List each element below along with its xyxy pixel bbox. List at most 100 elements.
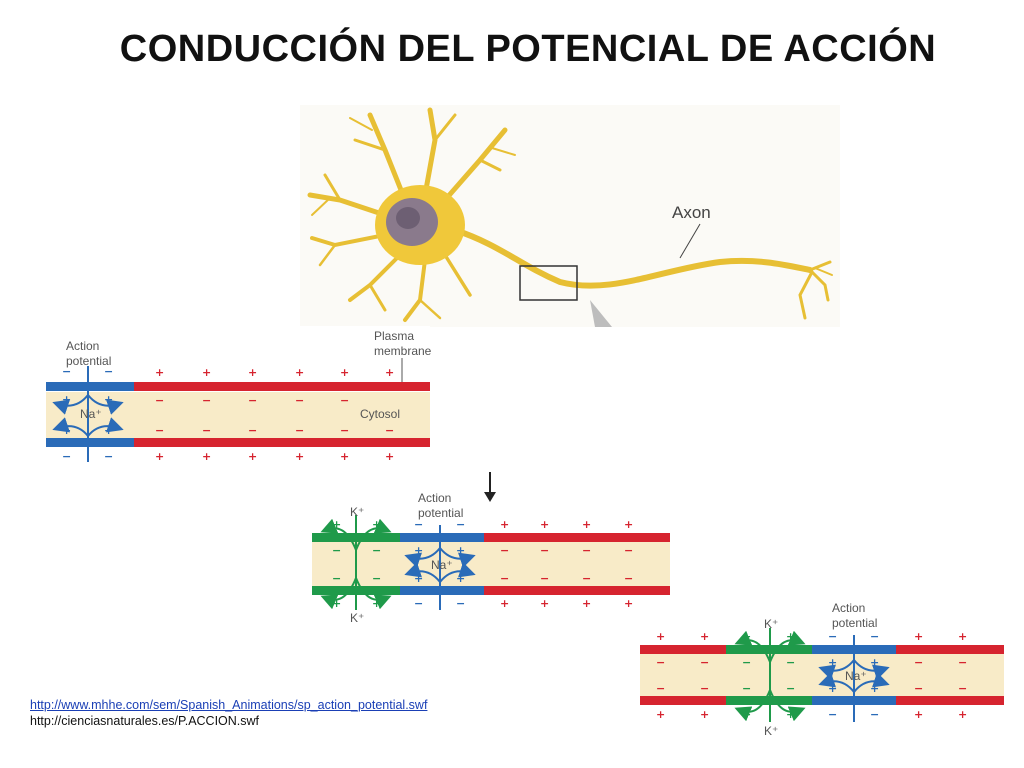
svg-text:+: +	[295, 450, 304, 463]
membrane-panel-3: K⁺ K⁺ Na⁺ Action potential ++ ++ −− ++ −…	[640, 601, 1004, 738]
action-potential-label-2: potential	[66, 354, 111, 368]
svg-text:+: +	[742, 630, 751, 643]
svg-text:+: +	[500, 518, 509, 531]
svg-text:+: +	[540, 518, 549, 531]
svg-text:−: −	[372, 544, 381, 557]
svg-text:+: +	[62, 393, 71, 406]
svg-text:−: −	[540, 544, 549, 557]
svg-text:+: +	[248, 366, 257, 379]
svg-text:+: +	[385, 366, 394, 379]
svg-text:−: −	[786, 682, 795, 695]
svg-text:+: +	[540, 597, 549, 610]
svg-text:−: −	[414, 597, 423, 610]
svg-text:+: +	[870, 656, 879, 669]
svg-text:−: −	[340, 394, 349, 407]
animation-link-mhhe[interactable]: http://www.mhhe.com/sem/Spanish_Animatio…	[30, 698, 428, 712]
svg-text:+: +	[104, 393, 113, 406]
svg-text:−: −	[742, 682, 751, 695]
svg-text:+: +	[202, 366, 211, 379]
svg-text:−: −	[202, 424, 211, 437]
svg-text:+: +	[332, 518, 341, 531]
svg-text:+: +	[202, 450, 211, 463]
svg-text:−: −	[540, 572, 549, 585]
svg-text:+: +	[295, 366, 304, 379]
svg-text:−: −	[155, 424, 164, 437]
svg-text:−: −	[414, 518, 423, 531]
svg-text:+: +	[582, 597, 591, 610]
membrane-panel-1: Na⁺ Action potential Plasma membrane Cyt…	[38, 326, 432, 466]
svg-text:+: +	[500, 597, 509, 610]
svg-text:−: −	[104, 365, 113, 378]
svg-text:−: −	[104, 450, 113, 463]
svg-text:−: −	[295, 394, 304, 407]
plasma-membrane-label-2: membrane	[374, 344, 432, 358]
source-links: http://www.mhhe.com/sem/Spanish_Animatio…	[30, 697, 427, 729]
svg-text:+: +	[914, 708, 923, 721]
plasma-membrane-label: Plasma	[374, 329, 414, 343]
axon-label: Axon	[672, 203, 711, 222]
svg-text:+: +	[155, 450, 164, 463]
svg-text:−: −	[786, 656, 795, 669]
svg-text:+: +	[786, 630, 795, 643]
k-ion-label-top: K⁺	[764, 617, 778, 631]
svg-text:−: −	[700, 682, 709, 695]
svg-text:+: +	[582, 518, 591, 531]
k-ion-label-bottom: K⁺	[764, 724, 778, 738]
svg-text:−: −	[372, 572, 381, 585]
svg-text:−: −	[202, 394, 211, 407]
svg-text:−: −	[656, 656, 665, 669]
svg-text:+: +	[340, 366, 349, 379]
svg-text:+: +	[414, 544, 423, 557]
action-potential-label-2: potential	[832, 616, 877, 630]
svg-text:−: −	[700, 656, 709, 669]
svg-text:+: +	[958, 708, 967, 721]
cytosol-label: Cytosol	[360, 407, 400, 421]
svg-text:+: +	[372, 518, 381, 531]
svg-text:−: −	[155, 394, 164, 407]
na-ion-label: Na⁺	[80, 407, 102, 421]
svg-text:+: +	[656, 630, 665, 643]
k-ion-label-bottom: K⁺	[350, 611, 364, 625]
svg-text:−: −	[582, 572, 591, 585]
svg-text:+: +	[624, 518, 633, 531]
svg-text:−: −	[624, 544, 633, 557]
action-potential-label: Action	[66, 339, 99, 353]
svg-text:−: −	[62, 365, 71, 378]
na-ion-label: Na⁺	[845, 669, 867, 683]
svg-text:−: −	[656, 682, 665, 695]
svg-text:−: −	[500, 572, 509, 585]
svg-text:−: −	[828, 708, 837, 721]
svg-text:+: +	[656, 708, 665, 721]
svg-text:+: +	[104, 424, 113, 437]
svg-text:−: −	[624, 572, 633, 585]
svg-text:−: −	[248, 394, 257, 407]
neuron-illustration: Axon	[300, 105, 840, 327]
svg-text:−: −	[828, 630, 837, 643]
svg-text:+: +	[786, 708, 795, 721]
svg-text:−: −	[248, 424, 257, 437]
svg-text:−: −	[456, 597, 465, 610]
svg-text:−: −	[340, 424, 349, 437]
svg-text:+: +	[914, 630, 923, 643]
action-potential-label: Action	[418, 491, 451, 505]
svg-text:−: −	[332, 544, 341, 557]
svg-text:+: +	[624, 597, 633, 610]
svg-text:+: +	[372, 597, 381, 610]
action-potential-label-2: potential	[418, 506, 463, 520]
svg-text:+: +	[828, 682, 837, 695]
svg-text:+: +	[958, 630, 967, 643]
animation-link-cienciasnaturales: http://cienciasnaturales.es/P.ACCION.swf	[30, 714, 260, 728]
svg-text:+: +	[62, 424, 71, 437]
slide-title: CONDUCCIÓN DEL POTENCIAL DE ACCIÓN	[119, 28, 937, 70]
svg-text:+: +	[332, 597, 341, 610]
svg-text:+: +	[248, 450, 257, 463]
svg-text:−: −	[385, 424, 394, 437]
propagation-arrow-icon	[484, 472, 496, 502]
svg-text:+: +	[456, 544, 465, 557]
svg-text:+: +	[456, 572, 465, 585]
svg-text:−: −	[914, 682, 923, 695]
svg-text:−: −	[958, 656, 967, 669]
svg-text:+: +	[155, 366, 164, 379]
svg-text:+: +	[700, 708, 709, 721]
